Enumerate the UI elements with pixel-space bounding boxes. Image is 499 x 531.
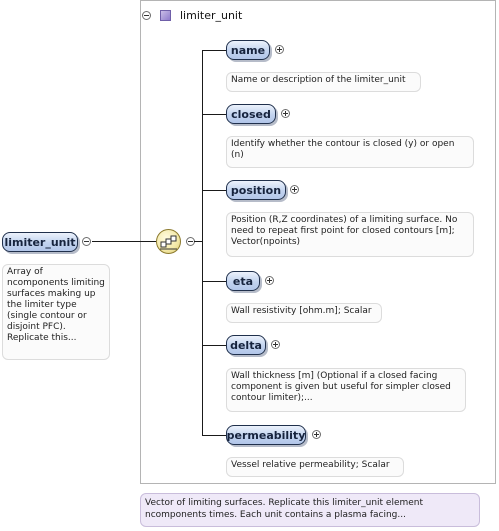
element-name-description: Name or description of the limiter_unit — [226, 72, 421, 92]
element-closed[interactable]: closed — [226, 104, 276, 124]
complex-type-label: limiter_unit — [180, 8, 243, 22]
root-collapse-icon[interactable] — [82, 237, 91, 246]
root-connector — [92, 241, 156, 242]
root-element-label: limiter_unit — [4, 235, 76, 249]
element-position-description: Position (R,Z coordinates) of a limiting… — [226, 212, 474, 257]
expand-icon[interactable] — [312, 430, 321, 439]
children-spine — [202, 50, 203, 436]
root-description-text: Array of ncomponents limiting surfaces m… — [7, 267, 105, 343]
element-permeability-label: permeability — [226, 428, 306, 442]
root-description: Array of ncomponents limiting surfaces m… — [2, 264, 110, 360]
element-eta-label: eta — [232, 274, 254, 288]
element-closed-description: Identify whether the contour is closed (… — [226, 136, 474, 168]
element-delta-label: delta — [230, 338, 262, 352]
element-eta-description-text: Wall resistivity [ohm.m]; Scalar — [231, 306, 372, 316]
collapse-icon[interactable] — [142, 10, 151, 20]
branch-eta — [202, 281, 226, 282]
element-permeability-description: Vessel relative permeability; Scalar — [226, 457, 404, 477]
complex-type-icon — [160, 9, 171, 21]
sequence-compositor-icon[interactable] — [156, 229, 181, 254]
branch-permeability — [202, 435, 226, 436]
complex-type-header: limiter_unit — [142, 6, 242, 24]
branch-position — [202, 190, 226, 191]
element-name-label: name — [230, 43, 266, 57]
expand-icon[interactable] — [271, 340, 280, 349]
element-eta-description: Wall resistivity [ohm.m]; Scalar — [226, 303, 382, 323]
element-delta[interactable]: delta — [226, 335, 266, 355]
element-position[interactable]: position — [226, 180, 286, 200]
type-description-text: Vector of limiting surfaces. Replicate t… — [145, 498, 424, 520]
element-closed-description-text: Identify whether the contour is closed (… — [231, 139, 455, 160]
sequence-connector — [194, 241, 202, 242]
expand-icon[interactable] — [290, 185, 299, 194]
element-permeability-description-text: Vessel relative permeability; Scalar — [231, 460, 390, 470]
element-position-label: position — [230, 183, 282, 197]
element-delta-description: Wall thickness [m] (Optional if a closed… — [226, 368, 466, 412]
type-description-footer: Vector of limiting surfaces. Replicate t… — [140, 493, 480, 527]
element-name-description-text: Name or description of the limiter_unit — [231, 75, 406, 85]
element-eta[interactable]: eta — [226, 271, 260, 291]
element-name[interactable]: name — [226, 40, 270, 60]
root-element-node[interactable]: limiter_unit — [2, 232, 78, 252]
branch-closed — [202, 114, 226, 115]
expand-icon[interactable] — [275, 45, 284, 54]
element-delta-description-text: Wall thickness [m] (Optional if a closed… — [231, 371, 451, 403]
branch-delta — [202, 345, 226, 346]
expand-icon[interactable] — [265, 276, 274, 285]
expand-icon[interactable] — [281, 109, 290, 118]
element-permeability[interactable]: permeability — [226, 425, 306, 445]
branch-name — [202, 50, 226, 51]
element-position-description-text: Position (R,Z coordinates) of a limiting… — [231, 215, 458, 247]
element-closed-label: closed — [231, 107, 271, 121]
